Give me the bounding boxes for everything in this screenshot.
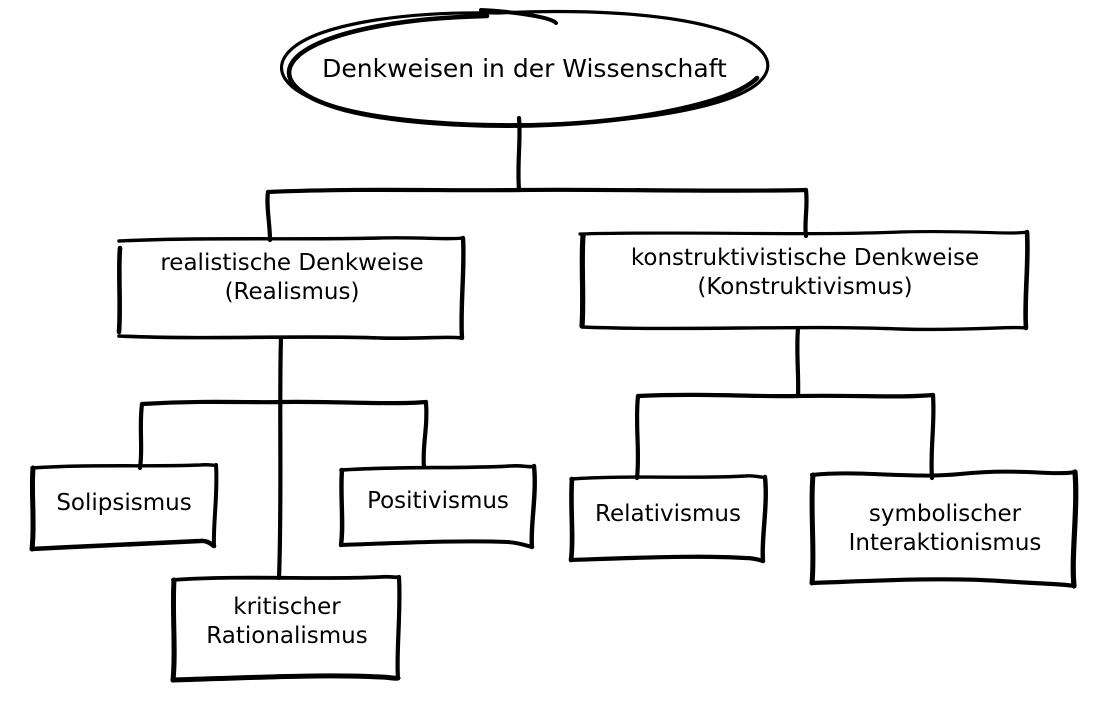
node-shape-constructivism xyxy=(578,229,1030,332)
node-shape-root xyxy=(280,8,770,128)
node-shape-positivism xyxy=(338,463,537,550)
edge-root-to-level2-stem xyxy=(516,115,522,193)
edge-root-to-constructivism-drop xyxy=(803,187,809,239)
edge-realism-to-solipsism-drop xyxy=(137,401,145,471)
node-shape-relativism xyxy=(568,474,768,564)
connector-group xyxy=(137,115,936,581)
node-shape-realism xyxy=(116,235,466,341)
node-shape-symbolic-interactionism xyxy=(809,469,1079,589)
edge-root-to-realism-drop xyxy=(265,189,273,243)
edge-level2-distribution-bar xyxy=(265,187,809,195)
node-shape-critical-rationalism xyxy=(170,574,402,683)
edge-realism-to-positivism-drop xyxy=(421,399,429,470)
edge-realism-stem xyxy=(276,335,284,581)
edge-constructivism-to-symbolic-drop xyxy=(929,392,936,481)
edge-constructivism-to-relativism-drop xyxy=(634,393,641,481)
edge-constructivism-distribution-bar xyxy=(635,392,936,399)
edge-realism-distribution-bar xyxy=(139,399,429,407)
edge-constructivism-stem xyxy=(795,325,801,399)
node-shape-solipsism xyxy=(29,463,219,552)
